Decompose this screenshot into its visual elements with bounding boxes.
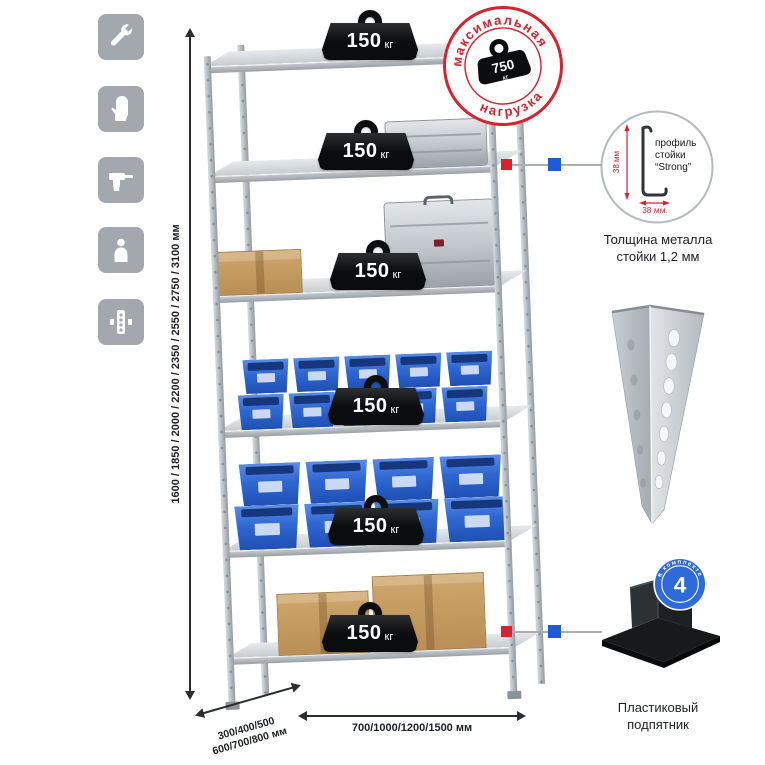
- feature-tile-person: [98, 227, 144, 273]
- callout-marker-blue-bottom: [548, 625, 561, 638]
- width-dimension-line: [298, 711, 526, 721]
- profile-label-line1: профиль: [655, 137, 696, 149]
- depth-dimension-label: 300/400/500 600/700/800 мм: [208, 712, 289, 757]
- shelf-load-value: 150: [352, 515, 388, 537]
- storage-bin: [241, 358, 290, 394]
- feature-tile-gloves: [98, 86, 144, 132]
- storage-bin: [237, 394, 286, 431]
- max-load-stamp: максимальная нагрузка 750 кг: [429, 0, 578, 140]
- rack-foot-right: [507, 690, 522, 700]
- cardboard-box-small: [217, 248, 303, 297]
- included-count-graphic: в комплекте 4: [653, 557, 707, 611]
- badge-number: 4: [674, 573, 687, 598]
- shelf-load-unit: кг: [390, 404, 400, 416]
- storage-bin: [438, 454, 504, 498]
- shelf-load-unit: кг: [390, 524, 400, 536]
- shelf-load-value: 150: [354, 260, 390, 282]
- shelf-load-unit: кг: [384, 39, 394, 51]
- drill-icon: [109, 173, 133, 191]
- storage-bin: [441, 386, 490, 423]
- profile-detail-graphic: 38 мм 38 мм. профиль стойки “Strong”: [600, 110, 714, 224]
- storage-bin: [445, 351, 494, 387]
- case-ridge: [390, 221, 489, 228]
- storage-bin: [443, 496, 512, 543]
- rack-post-back-right: [513, 34, 545, 685]
- stamp-weight-unit: кг: [502, 72, 510, 82]
- shelf-load-value: 150: [342, 140, 378, 162]
- profile-label-line2: стойки: [655, 150, 686, 161]
- callout-marker-red-top: [501, 159, 512, 170]
- callout-marker-blue-top: [548, 158, 561, 171]
- included-count-badge: в комплекте 4: [652, 556, 708, 612]
- profile-caption-line1: Толщина металла: [603, 232, 713, 247]
- case-handle: [423, 194, 454, 206]
- height-dimension-line: [185, 28, 195, 700]
- feature-tile-drill: [98, 157, 144, 203]
- profile-caption: Толщина металла стойки 1,2 мм: [588, 232, 728, 266]
- shelf-load-value: 150: [346, 30, 382, 52]
- foot-caption: Пластиковый подпятник: [588, 700, 728, 734]
- stamp-weight-body: [477, 50, 531, 85]
- foot-caption-line1: Пластиковый: [617, 700, 699, 715]
- foot-caption-line2: подпятник: [627, 716, 689, 732]
- profile-label-line3: “Strong”: [655, 162, 691, 173]
- rack-profile-icon: [110, 310, 132, 334]
- storage-bin: [237, 462, 303, 506]
- max-load-stamp-graphic: максимальная нагрузка 750 кг: [440, 2, 563, 126]
- corner-post-figure: [598, 300, 718, 535]
- feature-tile-rack: [98, 299, 144, 345]
- case-latch: [433, 239, 445, 247]
- profile-dim-vertical: 38 мм: [612, 151, 621, 173]
- rack-post-front-left: [203, 56, 236, 708]
- storage-bin: [233, 504, 302, 551]
- height-dimension-label: 1600 / 1850 / 2000 / 2200 / 2350 / 2550 …: [170, 224, 182, 504]
- shelf-load-value: 150: [352, 395, 388, 417]
- profile-caption-line2: стойки 1,2 мм: [616, 248, 700, 264]
- width-dimension-label: 700/1000/1200/1500 мм: [351, 722, 473, 734]
- shelf-load-unit: кг: [384, 631, 394, 643]
- shelf-load-unit: кг: [392, 269, 402, 281]
- wrench-icon: [110, 24, 133, 46]
- shelf-load-value: 150: [346, 622, 382, 644]
- person-icon: [114, 238, 128, 262]
- profile-dim-horizontal: 38 мм.: [642, 205, 668, 215]
- profile-section-shape: [641, 126, 668, 197]
- corner-post-graphic: [611, 304, 705, 525]
- callout-marker-red-bottom: [501, 626, 512, 637]
- stamp-weight-value: 750: [490, 57, 515, 77]
- profile-detail-callout: 38 мм 38 мм. профиль стойки “Strong”: [598, 108, 716, 226]
- gloves-icon: [111, 96, 128, 121]
- feature-tile-tools: [98, 14, 144, 60]
- shelf-load-unit: кг: [380, 149, 390, 161]
